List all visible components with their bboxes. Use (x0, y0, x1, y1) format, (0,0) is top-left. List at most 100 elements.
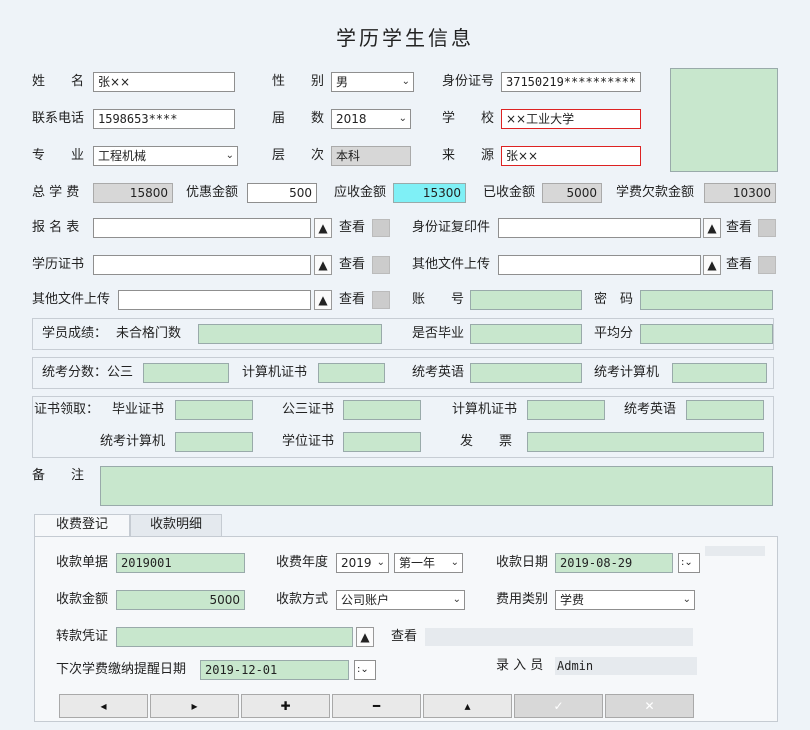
received-input: 5000 (542, 183, 602, 203)
computer-cert-input[interactable] (318, 363, 385, 383)
gongsan-cert-input[interactable] (343, 400, 421, 420)
total-fee-label: 总 学 费 (32, 185, 80, 200)
computer-cert2-input[interactable] (527, 400, 605, 420)
upload-icon[interactable]: ▲ (314, 218, 332, 238)
id-copy-input[interactable] (498, 218, 701, 238)
account-label: 账 号 (412, 292, 465, 307)
view-checkbox[interactable] (758, 219, 776, 237)
view-link[interactable]: 查看 (339, 292, 366, 307)
other-upload-input[interactable] (498, 255, 701, 275)
failed-count-label: 未合格门数 (116, 326, 182, 341)
upload-icon[interactable]: ▲ (356, 627, 374, 647)
view-checkbox[interactable] (758, 256, 776, 274)
idno-input[interactable]: 37150219********** (501, 72, 641, 92)
exam-computer-input[interactable] (672, 363, 767, 383)
source-input[interactable]: 张×× (501, 146, 641, 166)
cert-pickup-label: 证书领取： (34, 402, 100, 417)
view-link[interactable]: 查看 (339, 257, 366, 272)
next-date-input[interactable]: 2019-12-01 (200, 660, 349, 680)
major-select[interactable]: 工程机械⌄ (93, 146, 238, 166)
background-strip (705, 546, 765, 556)
receipt-no-input[interactable]: 2019001 (116, 553, 245, 573)
edit-button[interactable]: ▴ (423, 694, 512, 718)
date-picker-button[interactable]: :⌄ (678, 553, 700, 573)
student-photo[interactable] (670, 68, 778, 172)
gender-value: 男 (336, 75, 349, 89)
discount-input[interactable]: 500 (247, 183, 317, 203)
exam-computer2-input[interactable] (175, 432, 253, 452)
year-term-select[interactable]: 第一年⌄ (394, 553, 463, 573)
tab-fee-register[interactable]: 收费登记 (34, 514, 130, 537)
gender-select[interactable]: 男⌄ (331, 72, 414, 92)
invoice-input[interactable] (527, 432, 764, 452)
method-select[interactable]: 公司账户⌄ (336, 590, 465, 610)
owed-input: 10300 (704, 183, 776, 203)
cert-group (32, 396, 774, 458)
chevron-down-icon: ⌄ (452, 594, 461, 605)
voucher-input[interactable] (116, 627, 353, 647)
level-label: 层 次 (272, 148, 325, 163)
phone-input[interactable]: 1598653**** (93, 109, 235, 129)
level-input: 本科 (331, 146, 411, 166)
other-upload2-label: 其他文件上传 (32, 292, 111, 307)
cohort-value: 2018 (336, 112, 367, 126)
chevron-down-icon: ⌄ (376, 557, 385, 568)
date-picker-button[interactable]: :⌄ (354, 660, 376, 680)
amount-input[interactable]: 5000 (116, 590, 245, 610)
graduated-label: 是否毕业 (412, 326, 465, 341)
operator-label: 录 入 员 (496, 658, 544, 673)
view-checkbox[interactable] (372, 256, 390, 274)
category-select[interactable]: 学费⌄ (555, 590, 695, 610)
exam-english-input[interactable] (470, 363, 582, 383)
voucher-view-link[interactable]: 查看 (391, 629, 418, 644)
fee-year-select[interactable]: 2019 ⌄ (336, 553, 389, 573)
graduated-input[interactable] (470, 324, 582, 344)
name-input[interactable]: 张×× (93, 72, 235, 92)
add-button[interactable]: ✚ (241, 694, 330, 718)
view-checkbox[interactable] (372, 291, 390, 309)
diploma-input[interactable] (93, 255, 311, 275)
name-label: 姓 名 (32, 74, 85, 89)
remarks-textarea[interactable] (100, 466, 773, 506)
account-input[interactable] (470, 290, 582, 310)
school-label: 学 校 (442, 111, 495, 126)
upload-icon[interactable]: ▲ (703, 218, 721, 238)
chevron-down-icon: ⌄ (682, 594, 691, 605)
voucher-label: 转款凭证 (56, 629, 109, 644)
delete-button[interactable]: ━ (332, 694, 421, 718)
exam-english2-input[interactable] (686, 400, 764, 420)
view-checkbox[interactable] (372, 219, 390, 237)
upload-icon[interactable]: ▲ (703, 255, 721, 275)
school-input[interactable]: ××工业大学 (501, 109, 641, 129)
total-fee-input: 15800 (93, 183, 173, 203)
major-label: 专 业 (32, 148, 85, 163)
voucher-preview (425, 628, 693, 646)
avg-input[interactable] (640, 324, 773, 344)
save-button[interactable]: ✓ (514, 694, 603, 718)
tab-payment-details[interactable]: 收款明细 (130, 514, 222, 536)
gongsan-score-input[interactable] (143, 363, 229, 383)
prev-button[interactable]: ◂ (59, 694, 148, 718)
degree-cert-input[interactable] (343, 432, 421, 452)
category-label: 费用类别 (496, 592, 549, 607)
upload-icon[interactable]: ▲ (314, 290, 332, 310)
cohort-select[interactable]: 2018⌄ (331, 109, 411, 129)
exam-group (32, 357, 774, 389)
other-upload2-input[interactable] (118, 290, 311, 310)
fee-year-value: 2019 (341, 556, 372, 570)
avg-label: 平均分 (594, 326, 634, 341)
received-label: 已收金额 (483, 185, 536, 200)
view-link[interactable]: 查看 (339, 220, 366, 235)
view-link[interactable]: 查看 (726, 257, 753, 272)
year-term-value: 第一年 (399, 556, 436, 570)
reg-form-input[interactable] (93, 218, 311, 238)
cancel-button[interactable]: ✕ (605, 694, 694, 718)
view-link[interactable]: 查看 (726, 220, 753, 235)
grad-cert-input[interactable] (175, 400, 253, 420)
next-button[interactable]: ▸ (150, 694, 239, 718)
password-input[interactable] (640, 290, 773, 310)
pay-date-input[interactable]: 2019-08-29 (555, 553, 673, 573)
failed-count-input[interactable] (198, 324, 382, 344)
upload-icon[interactable]: ▲ (314, 255, 332, 275)
amount-label: 收款金额 (56, 592, 109, 607)
